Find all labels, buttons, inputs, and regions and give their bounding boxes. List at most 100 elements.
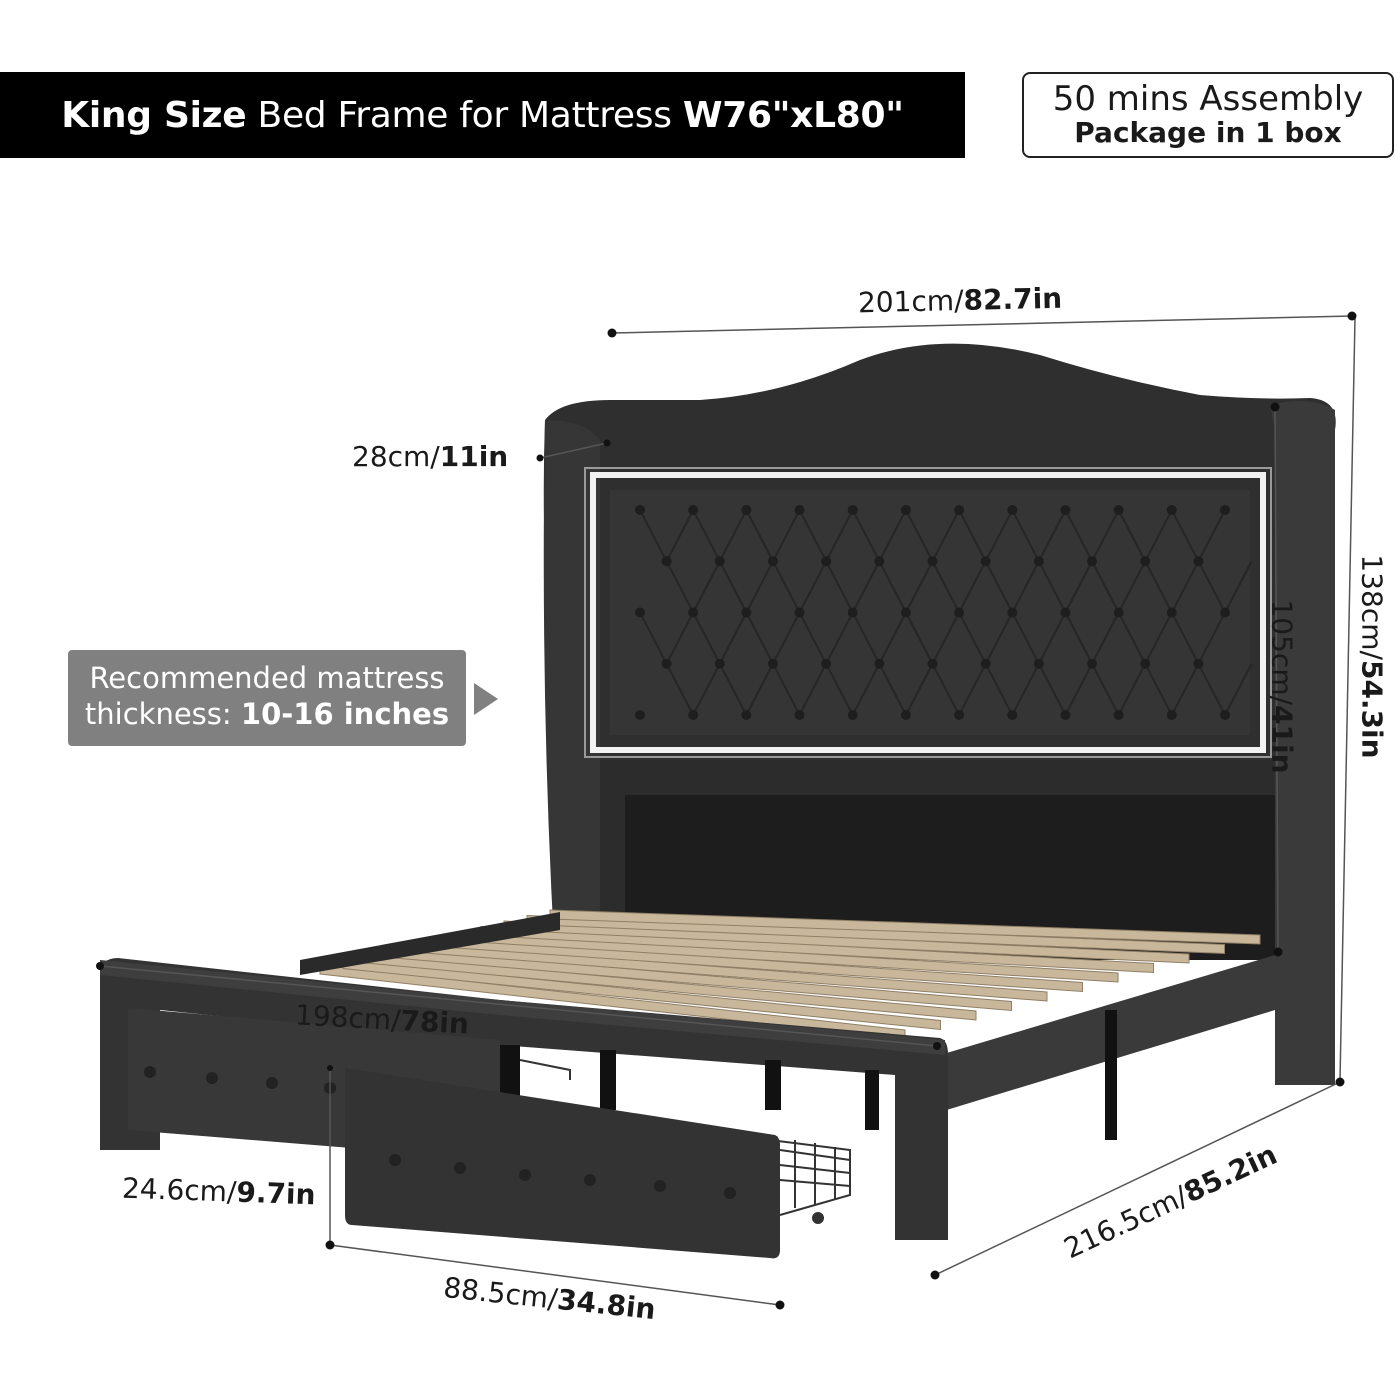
support-leg-1: [500, 1045, 520, 1105]
tuft-button: [794, 710, 805, 720]
drawer-button: [454, 1162, 466, 1174]
tuft-button: [954, 505, 965, 515]
dim-wing-depth: 28cm/11in: [352, 440, 509, 473]
tuft-button: [688, 710, 699, 720]
tuft-button: [821, 658, 832, 669]
tuft-button: [1060, 607, 1071, 618]
drawer-button: [654, 1180, 666, 1192]
tuft-button: [1087, 658, 1098, 669]
title-bold-dimensions: W76"xL80": [682, 94, 904, 136]
tuft-button: [980, 658, 991, 669]
tuft-button: [1166, 710, 1177, 720]
tuft-button: [1033, 556, 1044, 567]
tuft-button: [1087, 556, 1098, 567]
tuft-button: [847, 505, 858, 515]
footboard-button: [266, 1077, 278, 1089]
tuft-button: [927, 556, 938, 567]
tuft-button: [661, 556, 672, 567]
tuft-button: [1007, 505, 1018, 515]
tuft-button: [1007, 710, 1018, 720]
dimension-endpoints: [96, 311, 1357, 1310]
headboard-tufting-buttons: [635, 505, 1230, 720]
tuft-button: [794, 607, 805, 618]
tuft-button: [714, 556, 725, 567]
tuft-button: [1060, 710, 1071, 720]
tuft-button: [900, 505, 911, 515]
tuft-button: [741, 607, 752, 618]
tuft-button: [741, 505, 752, 515]
package-info: Package in 1 box: [1074, 116, 1342, 149]
headboard-right-wing: [1270, 401, 1335, 1085]
tufted-headboard-panel: [610, 490, 1250, 735]
dim-footboard-height: 24.6cm/9.7in: [121, 1171, 317, 1212]
assembly-time: 50 mins Assembly: [1052, 79, 1364, 119]
side-rail-back: [300, 912, 560, 975]
assembly-info-box: 50 mins Assembly Package in 1 box: [1022, 72, 1394, 158]
tuft-button: [767, 658, 778, 669]
tuft-button: [1193, 658, 1204, 669]
tuft-button: [874, 556, 885, 567]
callout-prefix: thickness:: [84, 697, 241, 731]
tuft-button: [1060, 505, 1071, 515]
tuft-button: [1220, 505, 1230, 515]
tuft-button: [900, 710, 911, 720]
tuft-button: [1193, 556, 1204, 567]
dim-headboard-height: 105cm/41in: [1265, 599, 1299, 774]
drawer-basket: [519, 1059, 851, 1224]
led-outer-trim: [584, 467, 1272, 758]
tuft-button: [714, 658, 725, 669]
callout-thickness: 10-16 inches: [240, 697, 450, 731]
tuft-button: [794, 505, 805, 515]
callout-arrow-icon: [474, 683, 498, 715]
tuft-button: [1033, 658, 1044, 669]
tuft-button: [1166, 607, 1177, 618]
tuft-button: [847, 710, 858, 720]
tuft-button: [874, 658, 885, 669]
tuft-button: [1140, 556, 1151, 567]
tuft-button: [1113, 607, 1124, 618]
tuft-button: [1007, 607, 1018, 618]
support-leg-5: [1105, 1010, 1117, 1140]
drawer-button: [584, 1174, 596, 1186]
tuft-button: [954, 607, 965, 618]
tuft-button: [1113, 710, 1124, 720]
title-bold-size: King Size: [61, 94, 247, 136]
footboard-buttons: [144, 1066, 336, 1094]
mattress-recommendation-callout: Recommended mattress thickness: 10-16 in…: [68, 650, 466, 746]
title-middle-text: Bed Frame for Mattress: [246, 94, 683, 136]
tuft-button: [767, 556, 778, 567]
tuft-button: [635, 607, 645, 618]
tuft-button: [688, 607, 699, 618]
tuft-button: [1220, 607, 1230, 618]
tuft-button: [821, 556, 832, 567]
tuft-button: [635, 505, 645, 515]
drawer-buttons: [389, 1154, 736, 1199]
bed-slats: [319, 909, 1261, 1040]
tuft-button: [980, 556, 991, 567]
tuft-button: [741, 710, 752, 720]
drawer-front: [345, 1068, 780, 1259]
tuft-button: [1113, 505, 1124, 515]
footboard-button: [206, 1072, 218, 1084]
tuft-button: [927, 658, 938, 669]
tuft-button: [1220, 710, 1230, 720]
title-banner: King Size Bed Frame for Mattress W76"xL8…: [0, 72, 965, 158]
tuft-button: [900, 607, 911, 618]
tuft-button: [661, 658, 672, 669]
led-light-strip: [590, 472, 1266, 753]
tuft-button: [847, 607, 858, 618]
footboard-top: [100, 960, 945, 1055]
tuft-button: [688, 505, 699, 515]
drawer-button: [389, 1154, 401, 1166]
dim-total-width: 201cm/82.7in: [857, 281, 1063, 320]
headboard-tufting-lines: [639, 509, 1253, 716]
support-leg-3: [765, 1060, 781, 1110]
drawer-button: [519, 1169, 531, 1181]
callout-line2: thickness: 10-16 inches: [68, 696, 466, 732]
callout-line1: Recommended mattress: [89, 661, 445, 695]
support-leg-2: [600, 1050, 616, 1110]
tuft-button: [1140, 658, 1151, 669]
tuft-button: [1166, 505, 1177, 515]
tuft-button: [954, 710, 965, 720]
